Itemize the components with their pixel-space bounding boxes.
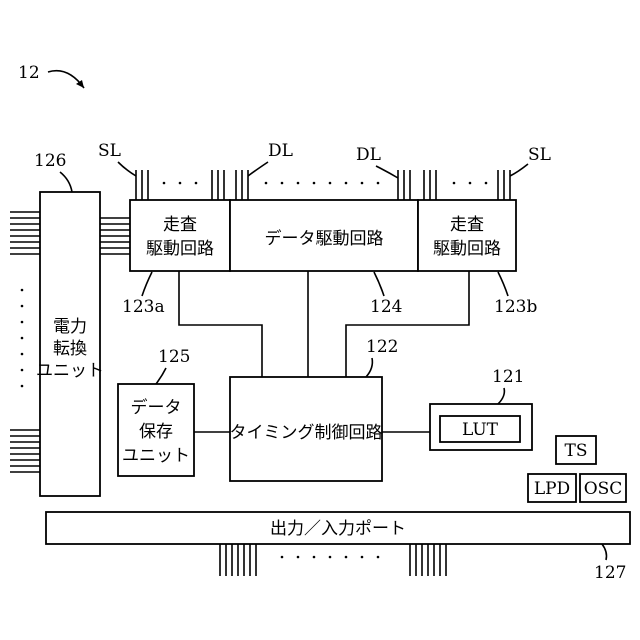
power-unit-text-2: 転換: [53, 339, 87, 359]
ref-121-leader: [498, 388, 504, 404]
ref-123b-leader: [498, 272, 508, 296]
scan-right-text-1: 走査: [450, 215, 484, 235]
label-sl-right: SL: [528, 145, 551, 165]
power-to-scan-lines: [100, 218, 130, 254]
dl-lines: [236, 170, 410, 200]
ref-124: 124: [370, 297, 402, 317]
leader-sl-right: [510, 164, 528, 176]
ref-125-leader: [156, 368, 166, 384]
data-driver-text: データ駆動回路: [265, 228, 384, 249]
scan-left-text-1: 走査: [163, 215, 197, 235]
osc-text: OSC: [584, 479, 623, 499]
ref-126: 126: [34, 151, 66, 171]
scan-driver-right: [418, 200, 516, 271]
driver-to-timing-connections: [179, 271, 469, 377]
power-unit-text-1: 電力: [53, 317, 87, 337]
ref-122: 122: [366, 337, 398, 357]
power-unit-text-3: ユニット: [36, 361, 104, 381]
sl-lines-right: [424, 170, 510, 200]
io-port-bottom-lines: [220, 544, 446, 576]
figure-ref-label: 12: [18, 63, 40, 83]
ref-124-leader: [374, 272, 384, 296]
scan-driver-left: [130, 200, 230, 271]
figure-ref-arrow: [48, 71, 84, 88]
scan-right-text-2: 駆動回路: [433, 239, 501, 259]
label-dl-right: DL: [356, 145, 381, 165]
power-unit-lines-left: [10, 212, 40, 472]
leader-dl-left: [248, 162, 268, 176]
io-port-text: 出力／入力ポート: [270, 519, 406, 539]
data-store-text-1: データ: [131, 397, 182, 418]
label-dl-left: DL: [268, 141, 293, 161]
ref-123b: 123b: [494, 297, 537, 317]
data-store-text-3: ユニット: [122, 446, 190, 466]
ref-123a: 123a: [122, 297, 165, 317]
leader-sl-left: [118, 162, 136, 176]
ref-125: 125: [158, 347, 190, 367]
ref-122-leader: [366, 358, 372, 377]
ref-126-leader: [60, 172, 72, 192]
lut-text: LUT: [462, 420, 499, 440]
scan-left-text-2: 駆動回路: [146, 239, 214, 259]
leader-dl-right: [376, 166, 398, 178]
ref-121: 121: [492, 367, 524, 387]
ts-text: TS: [565, 441, 588, 461]
lpd-text: LPD: [534, 479, 570, 499]
ref-127-leader: [602, 544, 607, 560]
power-unit-vertical-dots: [21, 289, 24, 388]
ref-127: 127: [594, 563, 626, 583]
data-store-text-2: 保存: [139, 422, 173, 442]
sl-lines-left: [136, 170, 224, 200]
timing-text: タイミング制御回路: [230, 423, 383, 443]
ref-123a-leader: [142, 272, 152, 296]
label-sl-left: SL: [98, 141, 121, 161]
